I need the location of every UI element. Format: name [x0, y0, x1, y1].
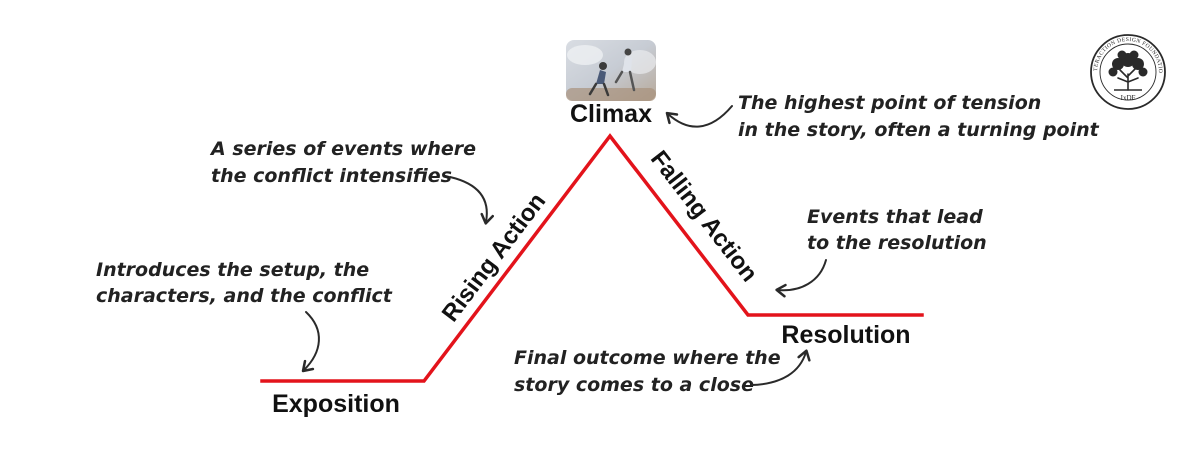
arrow-to-rising-action [449, 176, 495, 225]
annotation-resolution-line-2: story comes to a close [514, 374, 754, 396]
annotation-exposition-line-1: Introduces the setup, the [96, 259, 369, 281]
annotation-rising-action: A series of events where the conflict in… [209, 138, 476, 187]
arrow-to-exposition [301, 311, 320, 373]
arrow-to-resolution [751, 349, 811, 386]
annotation-climax: The highest point of tension in the stor… [738, 92, 1100, 141]
annotation-rising-line-1: A series of events where [209, 138, 476, 160]
stage-label-climax: Climax [570, 100, 652, 128]
annotation-exposition: Introduces the setup, the characters, an… [96, 259, 393, 307]
annotation-climax-line-2: in the story, often a turning point [738, 119, 1100, 141]
tree-icon [1108, 50, 1148, 91]
stage-label-rising-action: Rising Action [437, 188, 551, 327]
stage-label-falling-action: Falling Action [645, 146, 763, 287]
annotation-resolution-line-1: Final outcome where the [514, 347, 781, 369]
annotation-falling-line-2: to the resolution [807, 232, 987, 254]
logo-name: IxDF [1121, 94, 1136, 102]
stage-label-exposition: Exposition [272, 390, 400, 418]
annotation-rising-line-2: the conflict intensifies [211, 165, 452, 187]
annotation-resolution: Final outcome where the story comes to a… [514, 347, 781, 396]
arrow-to-falling-action [775, 259, 827, 298]
story-arc-line [260, 133, 924, 383]
arrow-to-climax [665, 105, 733, 128]
climax-photo [566, 40, 656, 101]
annotation-falling-line-1: Events that lead [807, 206, 983, 228]
annotation-climax-line-1: The highest point of tension [738, 92, 1041, 114]
stage-label-resolution: Resolution [781, 321, 910, 349]
annotation-exposition-line-2: characters, and the conflict [96, 285, 393, 307]
annotation-falling-action: Events that lead to the resolution [807, 206, 987, 254]
